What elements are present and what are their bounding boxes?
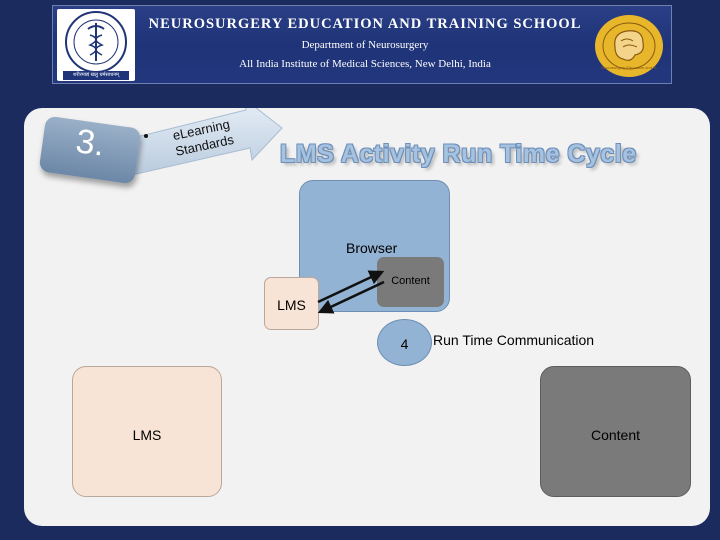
emblem-text: Neurosurgery Education and Training Scho… (601, 65, 657, 70)
institute-name: All India Institute of Medical Sciences,… (239, 58, 491, 70)
school-title: NEUROSURGERY EDUCATION AND TRAINING SCHO… (148, 16, 582, 32)
bidirectional-arrows-icon (317, 270, 385, 314)
content-box-small: Content (377, 257, 444, 307)
slide-title: LMS Activity Run Time Cycle (280, 140, 637, 168)
lms-small-label: LMS (277, 297, 306, 313)
step-circle: 4 (377, 319, 432, 366)
department-name: Department of Neurosurgery (301, 39, 429, 51)
content-box-large: Content (540, 366, 691, 497)
brain-emblem-logo-icon: Neurosurgery Education and Training Scho… (593, 13, 665, 79)
lms-box-large: LMS (72, 366, 222, 497)
content-small-label: Content (391, 275, 430, 287)
lms-large-label: LMS (132, 427, 162, 443)
browser-label: Browser (346, 240, 398, 256)
step-label: Run Time Communication (433, 332, 595, 348)
badge-bullet-icon (144, 134, 148, 138)
logo-motto: शरीरमाद्यं खलु धर्मसाधनम् (72, 72, 120, 78)
header-banner: शरीरमाद्यं खलु धर्मसाधनम् NEUROSURGERY E… (52, 5, 672, 84)
content-large-label: Content (590, 427, 641, 443)
aiims-caduceus-logo-icon: शरीरमाद्यं खलु धर्मसाधनम् (57, 9, 135, 81)
step-badge-number: 3. (73, 122, 107, 164)
step-number: 4 (400, 336, 409, 352)
